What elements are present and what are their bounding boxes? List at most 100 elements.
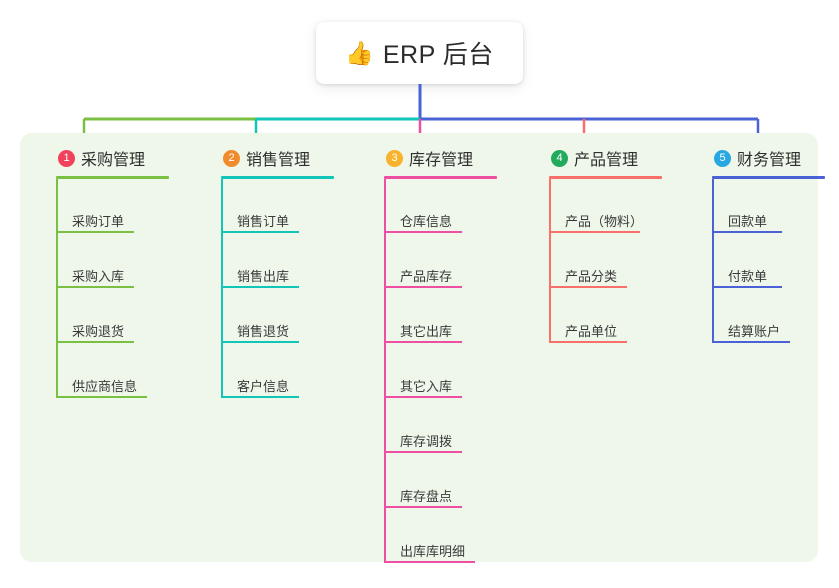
column-number-badge: 4 [551, 149, 568, 167]
menu-item-underline [221, 341, 299, 343]
column-items: 采购订单采购入库采购退货供应商信息 [56, 179, 169, 398]
menu-item[interactable]: 回款单 [712, 205, 782, 233]
menu-item-label: 仓库信息 [400, 214, 453, 229]
menu-item-label: 库存调拨 [400, 434, 453, 449]
menu-item-label: 出库库明细 [400, 544, 466, 559]
menu-item-underline [384, 286, 462, 288]
column-title: 销售管理 [246, 152, 311, 169]
menu-item-underline [549, 341, 627, 343]
column-spine [712, 179, 714, 343]
menu-item-label: 产品分类 [565, 269, 618, 284]
menu-item[interactable]: 销售出库 [221, 260, 299, 288]
column-header-1[interactable]: 1 采购管理 [56, 145, 169, 171]
column-items: 销售订单销售出库销售退货客户信息 [221, 179, 334, 398]
column-header-2[interactable]: 2 销售管理 [221, 145, 334, 171]
column-number-badge: 2 [223, 149, 240, 167]
menu-item[interactable]: 产品单位 [549, 315, 627, 343]
menu-item[interactable]: 供应商信息 [56, 370, 147, 398]
column-3: 3 库存管理仓库信息产品库存其它出库其它入库库存调拨库存盘点出库库明细 [384, 145, 497, 563]
column-title: 库存管理 [409, 152, 474, 169]
column-spine [56, 179, 58, 398]
menu-item-label: 供应商信息 [72, 379, 138, 394]
menu-item-underline [549, 231, 640, 233]
menu-item[interactable]: 库存盘点 [384, 480, 462, 508]
column-1: 1 采购管理采购订单采购入库采购退货供应商信息 [56, 145, 169, 398]
menu-item[interactable]: 结算账户 [712, 315, 790, 343]
menu-item-label: 结算账户 [728, 324, 781, 339]
column-title: 采购管理 [81, 152, 146, 169]
branches-panel: 1 采购管理采购订单采购入库采购退货供应商信息 2 销售管理销售订单销售出库销售退货客… [20, 133, 825, 563]
menu-item-underline [56, 396, 147, 398]
menu-item-label: 采购订单 [72, 214, 125, 229]
menu-item[interactable]: 销售退货 [221, 315, 299, 343]
menu-item-underline [712, 341, 790, 343]
column-number-badge: 5 [714, 149, 731, 167]
column-number-badge: 3 [386, 149, 403, 167]
menu-item-underline [384, 231, 462, 233]
column-number-badge: 1 [58, 149, 75, 167]
menu-item[interactable]: 销售订单 [221, 205, 299, 233]
menu-item-label: 库存盘点 [400, 489, 453, 504]
menu-item[interactable]: 其它出库 [384, 315, 462, 343]
menu-item-underline [221, 396, 299, 398]
column-spine [549, 179, 551, 343]
menu-item-underline [712, 286, 782, 288]
menu-item[interactable]: 仓库信息 [384, 205, 462, 233]
column-title: 财务管理 [737, 152, 802, 169]
menu-item[interactable]: 付款单 [712, 260, 782, 288]
menu-item[interactable]: 采购退货 [56, 315, 134, 343]
column-header-3[interactable]: 3 库存管理 [384, 145, 497, 171]
column-header-underline [549, 176, 662, 179]
column-5: 5 财务管理回款单付款单结算账户 [712, 145, 825, 343]
menu-item-underline [384, 341, 462, 343]
menu-item-underline [221, 286, 299, 288]
column-spine [384, 179, 386, 563]
menu-item-label: 采购退货 [72, 324, 125, 339]
menu-item-underline [384, 561, 475, 563]
column-header-underline [221, 176, 334, 179]
menu-item-label: 销售订单 [237, 214, 290, 229]
menu-item-label: 付款单 [728, 269, 768, 284]
menu-item-underline [712, 231, 782, 233]
column-title: 产品管理 [574, 152, 639, 169]
column-header-4[interactable]: 4 产品管理 [549, 145, 662, 171]
menu-item[interactable]: 客户信息 [221, 370, 299, 398]
menu-item-underline [221, 231, 299, 233]
column-header-underline [712, 176, 825, 179]
column-header-underline [56, 176, 169, 179]
root-node-card[interactable]: 👍 ERP 后台 [316, 22, 523, 84]
column-spine [221, 179, 223, 398]
menu-item-label: 其它入库 [400, 379, 453, 394]
menu-item-underline [56, 286, 134, 288]
menu-item-label: 回款单 [728, 214, 768, 229]
thumbs-up-icon: 👍 [345, 39, 374, 66]
menu-item-label: 其它出库 [400, 324, 453, 339]
menu-item-underline [384, 506, 462, 508]
menu-item-underline [384, 451, 462, 453]
menu-item[interactable]: 产品（物料） [549, 205, 644, 233]
menu-item[interactable]: 其它入库 [384, 370, 462, 398]
menu-item-underline [56, 341, 134, 343]
column-items: 仓库信息产品库存其它出库其它入库库存调拨库存盘点出库库明细 [384, 179, 497, 563]
menu-item-label: 采购入库 [72, 269, 125, 284]
menu-item-underline [549, 286, 627, 288]
menu-item[interactable]: 产品库存 [384, 260, 462, 288]
column-items: 产品（物料） 产品分类产品单位 [549, 179, 662, 343]
column-4: 4 产品管理产品（物料） 产品分类产品单位 [549, 145, 662, 343]
menu-item[interactable]: 采购订单 [56, 205, 134, 233]
menu-item[interactable]: 采购入库 [56, 260, 134, 288]
menu-item-label: 销售退货 [237, 324, 290, 339]
menu-item-underline [384, 396, 462, 398]
menu-item-label: 产品（物料） [565, 214, 644, 229]
menu-item[interactable]: 出库库明细 [384, 535, 475, 563]
menu-item[interactable]: 库存调拨 [384, 425, 462, 453]
menu-item[interactable]: 产品分类 [549, 260, 627, 288]
menu-item-label: 销售出库 [237, 269, 290, 284]
column-header-5[interactable]: 5 财务管理 [712, 145, 825, 171]
menu-item-label: 产品库存 [400, 269, 453, 284]
menu-item-label: 客户信息 [237, 379, 290, 394]
column-items: 回款单付款单结算账户 [712, 179, 825, 343]
column-header-underline [384, 176, 497, 179]
root-node-title: ERP 后台 [382, 41, 494, 69]
